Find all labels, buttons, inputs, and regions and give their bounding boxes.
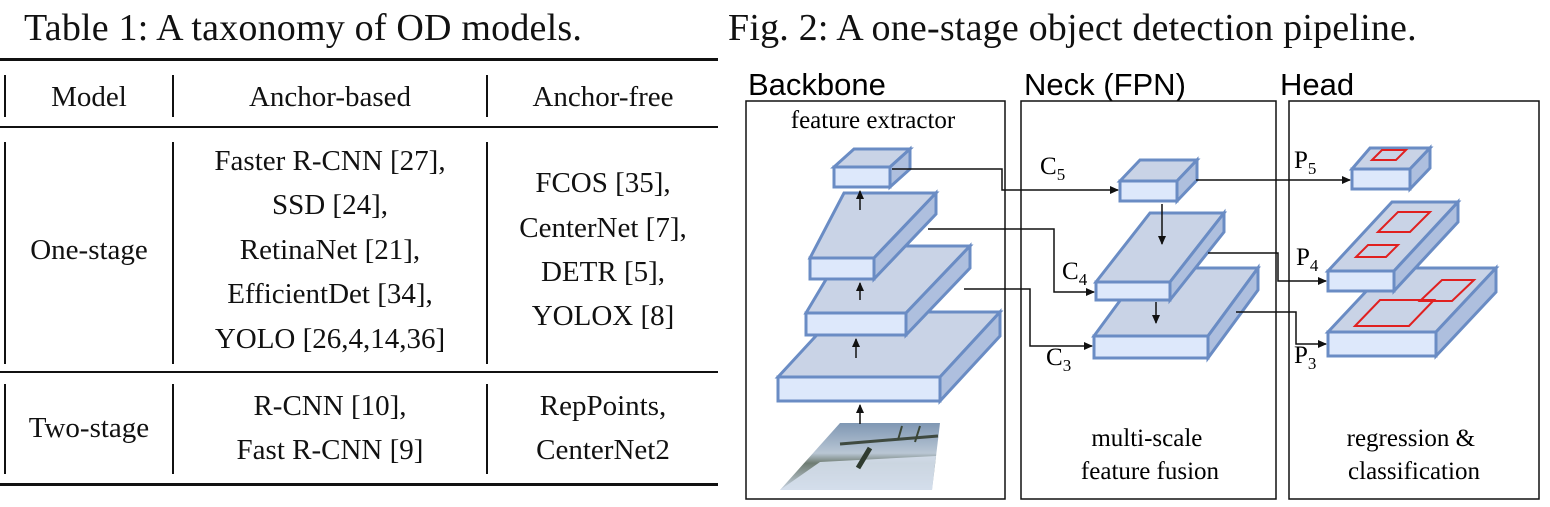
model-entry: EfficientDet [34], xyxy=(227,278,433,311)
row-one-stage-model: One-stage xyxy=(30,233,148,266)
model-entry: Faster R-CNN [27], xyxy=(214,145,446,178)
neck-layer-p4 xyxy=(1092,208,1228,305)
table-top-rule xyxy=(0,58,718,61)
row-two-stage-anchor-free: RepPoints, CenterNet2 xyxy=(488,376,718,480)
table-vbar xyxy=(172,142,174,364)
head-layer-p3 xyxy=(1324,264,1500,360)
model-entry: DETR [5], xyxy=(540,256,666,288)
input-image xyxy=(780,423,940,490)
table-header-rule xyxy=(0,126,718,128)
row-two-stage-model: Two-stage xyxy=(28,411,150,444)
label-c5: C5 xyxy=(1040,153,1065,184)
detection-box xyxy=(1353,244,1401,258)
neck-layer-p5 xyxy=(1116,156,1201,205)
backbone-panel xyxy=(745,100,1006,500)
model-entry: Fast R-CNN [9] xyxy=(236,434,424,466)
model-entry: YOLO [26,4,14,36] xyxy=(214,322,446,355)
table-midrule xyxy=(0,371,718,373)
label-c4: C4 xyxy=(1062,258,1088,289)
backbone-layer-4 xyxy=(830,145,914,191)
header-anchor-based: Anchor-based xyxy=(248,80,412,113)
model-entry: RepPoints, xyxy=(539,389,667,422)
table-bottom-rule xyxy=(0,483,718,486)
label-c3: C3 xyxy=(1046,344,1071,375)
model-entry: FCOS [35], xyxy=(535,167,671,200)
neck-panel xyxy=(1020,100,1277,500)
connector-p3 xyxy=(1236,311,1327,348)
detection-box xyxy=(1369,149,1409,161)
table-vbar xyxy=(486,384,488,474)
head-panel xyxy=(1288,100,1540,500)
table-vbar xyxy=(4,75,6,117)
connector-c3 xyxy=(964,288,1093,350)
label-p5: P5 xyxy=(1294,147,1316,178)
connector-p4 xyxy=(1208,252,1327,285)
detection-box xyxy=(1375,211,1433,233)
head-layer-p4 xyxy=(1324,198,1462,295)
header-anchor-free: Anchor-free xyxy=(532,80,674,113)
label-p3: P3 xyxy=(1294,342,1316,373)
table-vbar xyxy=(4,142,6,364)
header-model: Model xyxy=(51,80,127,113)
pipeline-diagram: Backbone Neck (FPN) Head feature extract… xyxy=(745,67,1540,500)
backbone-layer-3 xyxy=(807,189,940,283)
model-entry: RetinaNet [21], xyxy=(239,233,421,266)
table-vbar xyxy=(486,142,488,364)
connector-c5 xyxy=(892,168,1119,194)
neck-title: Neck (FPN) xyxy=(1024,67,1186,102)
model-entry: SSD [24], xyxy=(271,189,388,222)
table-caption: Table 1: A taxonomy of OD models. xyxy=(24,7,583,49)
row-two-stage-anchor-based: R-CNN [10], Fast R-CNN [9] xyxy=(174,376,486,480)
model-entry: CenterNet2 xyxy=(536,434,670,466)
table-vbar xyxy=(4,384,6,474)
model-entry: R-CNN [10], xyxy=(253,389,407,422)
model-entry: CenterNet [7], xyxy=(519,211,687,244)
detection-box xyxy=(1417,279,1477,302)
row-one-stage-anchor-based: Faster R-CNN [27], SSD [24], RetinaNet [… xyxy=(174,132,486,368)
label-p4: P4 xyxy=(1296,244,1319,275)
row-one-stage-anchor-free: FCOS [35], CenterNet [7], DETR [5], YOLO… xyxy=(488,132,718,368)
model-entry: YOLOX [8] xyxy=(531,300,675,333)
table-vbar xyxy=(172,384,174,474)
table-vbar xyxy=(486,75,488,117)
backbone-subtitle: feature extractor xyxy=(791,107,956,134)
head-layer-p5 xyxy=(1348,144,1434,193)
head-description: regression & classification xyxy=(1347,425,1482,485)
table-vbar xyxy=(172,75,174,117)
neck-description: multi-scale feature fusion xyxy=(1081,425,1220,485)
figure-caption: Fig. 2: A one-stage object detection pip… xyxy=(728,7,1417,49)
backbone-title: Backbone xyxy=(748,67,886,102)
head-title: Head xyxy=(1280,67,1354,102)
connector-c4 xyxy=(928,228,1095,296)
